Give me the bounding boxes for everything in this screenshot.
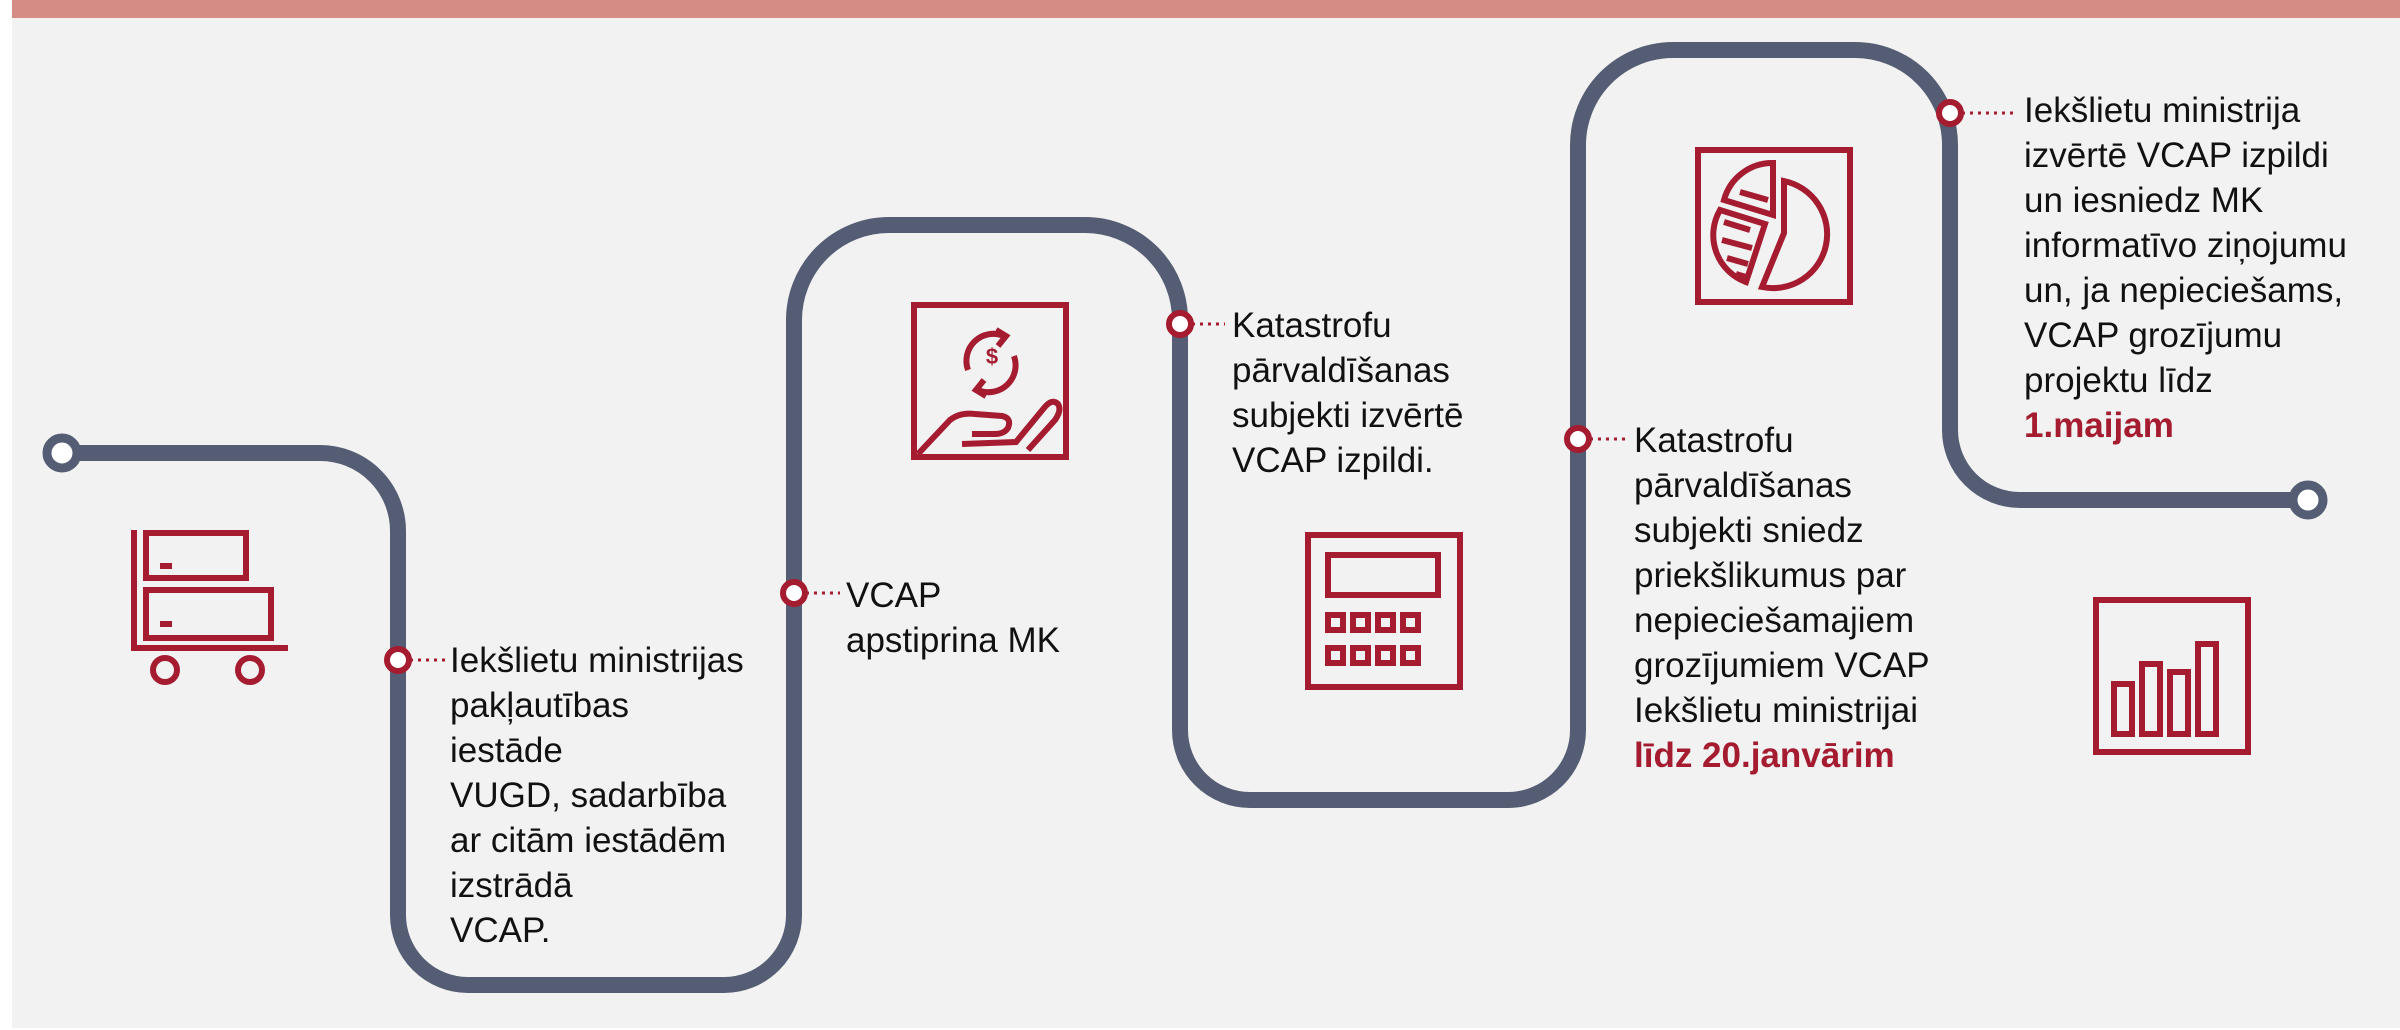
process-track [62,42,2308,993]
step-3-text: Katastrofu pārvaldīšanas subjekti izvērt… [1232,303,1463,483]
step-line: ar citām iestādēm [450,821,727,860]
step-line: apstiprina MK [846,621,1060,660]
step-line: grozījumiem VCAP [1634,646,1930,685]
step-line: priekšlikumus par [1634,556,1907,595]
hand-truck-icon [131,530,288,685]
step-marker-3 [1166,310,1225,338]
step-line: VCAP grozījumu [2024,316,2283,355]
step-line: Iekšlietu ministrijai [1634,691,1918,730]
dollar-glyph: $ [986,344,998,369]
step-line: pārvaldīšanas [1634,466,1852,505]
step-marker-2 [780,579,840,607]
step-line: nepieciešamajiem [1634,601,1915,640]
step-line: pakļautības [450,686,630,725]
step-line: VCAP. [450,911,551,950]
step-line: VCAP [846,576,942,615]
step-line: izstrādā [450,866,573,905]
step-line: Katastrofu [1232,306,1392,345]
step-marker-4 [1564,425,1625,453]
step-line: VCAP izpildi. [1232,441,1434,480]
step-line: informatīvo ziņojumu [2024,226,2347,265]
step-line: VUGD, sadarbība [450,776,727,815]
top-accent-bar [12,0,2400,18]
step-line: un, ja nepieciešams, [2024,271,2344,310]
step-line: Iekšlietu ministrijas [450,641,744,680]
step-deadline: 1.maijam [2024,406,2174,445]
step-line: un iesniedz MK [2024,181,2264,220]
step-line: izvērtē VCAP izpildi [2024,136,2329,175]
step-line: iestāde [450,731,563,770]
step-4-text: Katastrofu pārvaldīšanas subjekti sniedz… [1634,418,1930,778]
step-line: subjekti izvērtē [1232,396,1464,435]
pie-chart-icon [1695,147,1853,305]
money-exchange-hand-icon: $ [911,302,1069,460]
step-line: Iekšlietu ministrija [2024,91,2301,130]
calculator-icon [1305,532,1463,690]
track-start-node [42,433,82,473]
step-deadline: līdz 20.janvārim [1634,736,1895,775]
step-line: Katastrofu [1634,421,1794,460]
step-1-text: Iekšlietu ministrijas pakļautības iestād… [450,638,744,953]
step-marker-1 [384,646,445,674]
step-line: subjekti sniedz [1634,511,1864,550]
step-line: pārvaldīšanas [1232,351,1450,390]
step-marker-5 [1936,99,2015,127]
bar-chart-icon [2093,597,2251,755]
step-line: projektu līdz [2024,361,2213,400]
background-panel [12,18,2400,1028]
step-5-text: Iekšlietu ministrija izvērtē VCAP izpild… [2024,88,2347,448]
step-2-text: VCAP apstiprina MK [846,573,1060,663]
track-end-node [2288,480,2328,520]
